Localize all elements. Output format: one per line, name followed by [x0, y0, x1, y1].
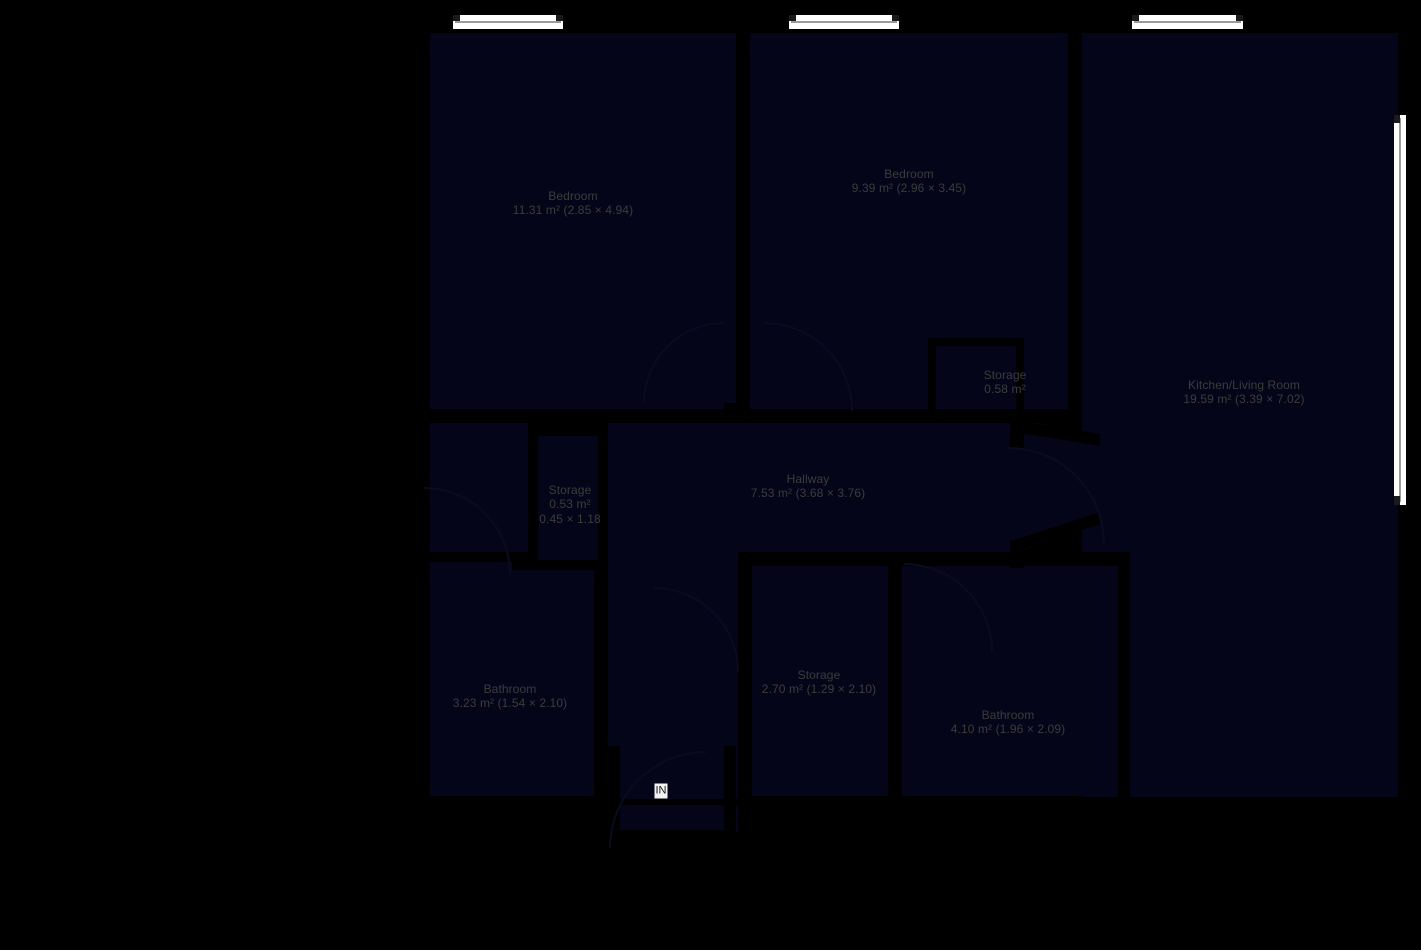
wall-hallway-right-lower: [1010, 540, 1024, 568]
wall-storage-upper-top: [928, 338, 1024, 346]
walls: [424, 27, 1404, 838]
room-fill-hallway-corner: [1018, 417, 1100, 552]
room-fill-kitchen-living: [1082, 31, 1400, 797]
wall-bedroom-middle-bottom: [736, 409, 1082, 423]
wall-storage-bottom-top: [738, 552, 920, 566]
wall-storage-left-right: [598, 423, 608, 568]
room-fill-entrance: [618, 752, 736, 836]
wall-jog-hallway-top: [724, 403, 748, 423]
wall-jog-left-storage: [512, 552, 534, 570]
room-fill-storage-bottom: [750, 566, 888, 796]
wall-hallway-diagonal-top: [1014, 420, 1100, 446]
door-arc-bathroom-left: [423, 487, 511, 575]
door-arcs: [423, 322, 1105, 849]
wall-storage-left-bottom: [512, 560, 608, 570]
windows: [453, 15, 1406, 505]
door-arc-bedroom-left: [643, 322, 725, 404]
wall-bedroom-left-bottom: [424, 409, 742, 423]
door-arc-storage-bottom: [653, 587, 739, 673]
wall-kitchen-divider: [1068, 31, 1082, 421]
wall-entrance-bottom: [608, 830, 736, 838]
room-fill-bathroom-left: [428, 560, 594, 796]
door-arc-bedroom-middle: [763, 322, 853, 412]
window-right-side: [1394, 115, 1406, 505]
wall-storage-left-top: [530, 428, 606, 436]
window-top-middle: [789, 15, 899, 29]
wall-hallway-storage-bottom: [738, 552, 752, 804]
room-fill-hallway-a: [608, 417, 1018, 552]
door-arc-bathroom-right: [903, 563, 993, 653]
wall-bathroom-left-top: [424, 552, 528, 562]
room-fill-bathroom-left-upper: [428, 415, 528, 560]
wall-hallway-diagonal-bottom: [1014, 512, 1100, 552]
room-fill-bathroom-right: [902, 566, 1126, 796]
wall-storage-upper-right: [1016, 338, 1024, 422]
window-top-right: [1132, 15, 1243, 29]
wall-outer-top: [424, 27, 1404, 33]
door-arc-entrance: [609, 751, 707, 849]
wall-storage-left-left: [530, 428, 538, 568]
entrance-in-marker: IN: [654, 783, 668, 799]
wall-entrance-right: [724, 746, 736, 836]
wall-bathroom-right-right: [1118, 560, 1130, 805]
door-arc-kitchen: [1007, 447, 1105, 545]
wall-outer-bottom: [424, 799, 1404, 805]
room-fill-bedroom-left: [428, 31, 736, 415]
room-fill-storage-upper: [934, 344, 1022, 404]
wall-bedroom-divider: [736, 31, 750, 421]
window-top-left: [453, 15, 563, 29]
wall-storage-upper-left: [928, 338, 936, 422]
wall-storage-bathroom-divider: [888, 560, 902, 805]
room-fills: [428, 31, 1400, 836]
wall-bathroom-left-right: [594, 560, 608, 805]
room-fill-storage-left: [536, 434, 598, 560]
